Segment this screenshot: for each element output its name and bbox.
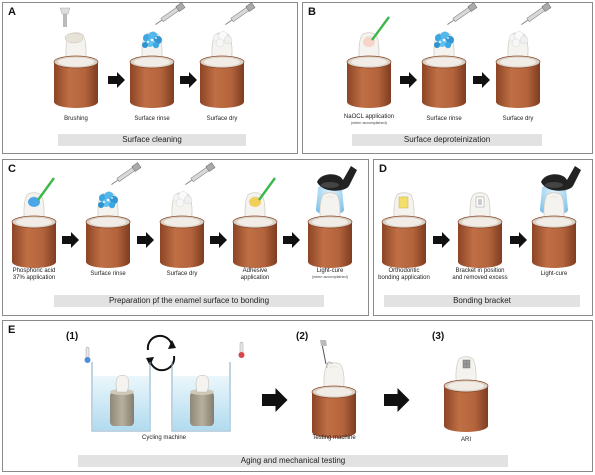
panel-b-step-1-note: (when accomplished) — [351, 121, 387, 125]
panel-b-step-3-label: Surface dry — [502, 116, 534, 122]
panel-c-step-2-rinse — [85, 162, 142, 269]
panel-c-step-5-note: (when accomplished) — [312, 275, 348, 279]
panel-d-caption: Bonding bracket — [384, 295, 580, 307]
panel-b-caption: Surface deproteinization — [352, 134, 542, 146]
panel-a-letter: A — [8, 6, 16, 18]
panel-c-arrow-4 — [283, 232, 300, 248]
panel-e-arrow-2 — [384, 388, 410, 412]
panel-e-tag-1: (1) — [66, 331, 79, 342]
panel-d-step-3-lightcure — [531, 166, 581, 269]
panel-e-step-1-label: Cycling machine — [141, 435, 187, 441]
panel-a-step-3-dry — [199, 2, 256, 109]
panel-e-cycling-machine — [84, 334, 245, 432]
panel-c-step-5-lightcure — [307, 166, 357, 269]
panel-e-step-2-label: Testing machine — [312, 435, 356, 441]
panel-a-step-2-rinse — [129, 2, 186, 109]
panel-b-step-1-text: NaOCL application — [343, 114, 395, 120]
panel-c-step-3-label: Surface dry — [166, 271, 198, 277]
panel-e: E — [2, 320, 593, 472]
panel-a-step-1-label: Brushing — [64, 116, 88, 122]
panel-c-caption: Preparation pf the enamel surface to bon… — [54, 295, 324, 307]
panel-c-step-5-label: Light-cure (when accomplished) — [304, 268, 356, 280]
panel-a-step-1-brushing — [53, 7, 99, 109]
panel-c-arrow-1 — [62, 232, 79, 248]
panel-b-arrow-1 — [400, 72, 417, 88]
panel-c-step-1-acid — [11, 177, 57, 269]
panel-d-step-3-label: Light-cure — [540, 271, 568, 277]
panel-d-step-1-label: Orthodontic bonding application — [378, 268, 430, 281]
panel-b-step-2-label: Surface rinse — [426, 116, 462, 122]
panel-e-letter: E — [8, 324, 16, 336]
panel-e-tag-3: (3) — [432, 331, 445, 342]
panel-d-step-2-label: Bracket in position and removed excess — [452, 268, 508, 281]
panel-b-step-3-dry — [495, 2, 552, 109]
panel-e-step-3-label: ARI — [460, 437, 471, 443]
panel-d-step-2-bracket — [457, 192, 503, 269]
panel-c-step-3-dry — [159, 162, 216, 269]
panel-a-step-2-label: Surface rinse — [134, 116, 170, 122]
panel-c-step-4-label: Adhesive application — [240, 268, 270, 281]
panel-e-ari — [443, 356, 489, 433]
panel-c-letter: C — [8, 163, 16, 175]
panel-b-letter: B — [308, 6, 316, 18]
panel-e-caption: Aging and mechanical testing — [78, 455, 508, 467]
panel-b-step-1-label: NaOCL application (when accomplished) — [343, 114, 395, 126]
panel-e-tag-2: (2) — [296, 331, 309, 342]
panel-e-arrow-1 — [262, 388, 288, 412]
panel-b-arrow-2 — [473, 72, 490, 88]
panel-a-arrow-1 — [108, 72, 125, 88]
panel-d-arrow-1 — [433, 232, 450, 248]
panel-a-step-3-label: Surface dry — [206, 116, 238, 122]
panel-c-step-5-text: Light-cure — [316, 268, 344, 274]
panel-d-letter: D — [379, 163, 387, 175]
panel-b-step-1-naocl — [346, 16, 392, 109]
panel-b-step-2-rinse — [421, 2, 478, 109]
panel-c-arrow-2 — [137, 232, 154, 248]
panel-d-arrow-2 — [510, 232, 527, 248]
panel-a-arrow-2 — [180, 72, 197, 88]
panel-d-step-1-bonding — [381, 192, 427, 269]
panel-e-testing-machine — [311, 340, 357, 439]
panel-c-step-2-label: Surface rinse — [90, 271, 126, 277]
panel-a-caption: Surface cleaning — [58, 134, 246, 146]
panel-c-step-1-label: Phosphoric acid 37% application — [12, 268, 56, 281]
panel-c-arrow-3 — [210, 232, 227, 248]
panel-c-step-4-adhesive — [232, 177, 278, 269]
